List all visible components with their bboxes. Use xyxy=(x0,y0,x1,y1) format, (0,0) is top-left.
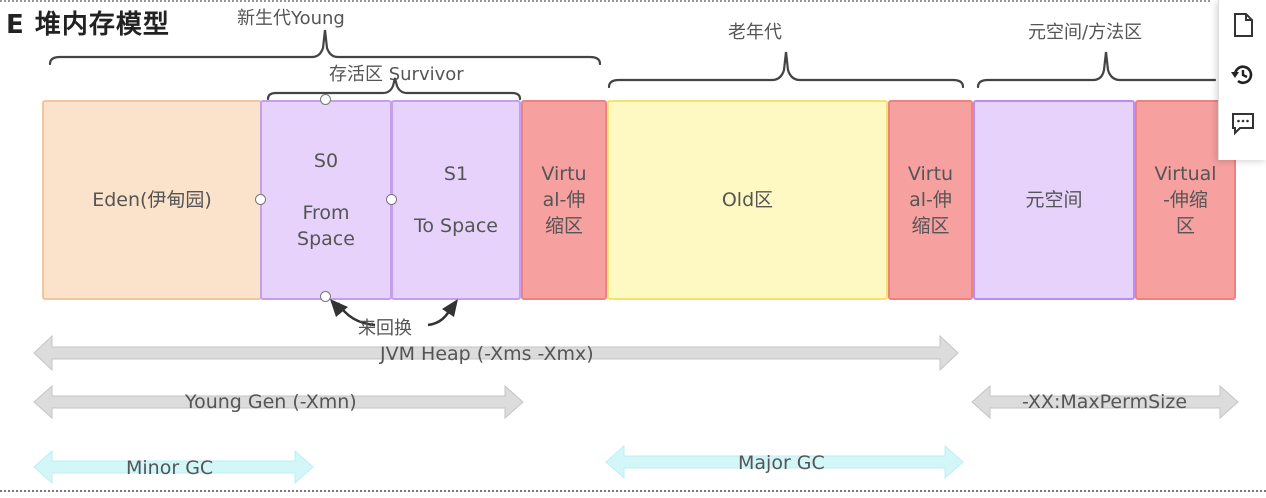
metaspace-region: 元空间 xyxy=(973,100,1135,300)
jvm-heap-arrow xyxy=(33,334,959,372)
survivor-s1-region: S1 To Space xyxy=(391,100,521,300)
young-virtual-region: Virtu al-伸 缩区 xyxy=(521,100,607,300)
old-virtual-label: Virtu al-伸 缩区 xyxy=(907,163,954,237)
resize-handle-top[interactable] xyxy=(320,94,331,105)
page-title: E 堆内存模型 xyxy=(6,10,170,40)
old-brace xyxy=(607,51,965,89)
jvm-heap-label: JVM Heap (-Xms -Xmx) xyxy=(380,343,594,365)
metaspace-virtual-label: Virtual -伸缩 区 xyxy=(1154,163,1217,237)
young-virtual-label: Virtu al-伸 缩区 xyxy=(541,163,587,237)
braces-layer xyxy=(48,29,1217,101)
minor-gc-label: Minor GC xyxy=(126,457,214,479)
minor-gc-arrow xyxy=(33,449,314,485)
survivor-label: 存活区 Survivor xyxy=(329,64,464,85)
metaspace-method-area-label: 元空间/方法区 xyxy=(1028,22,1143,43)
bottom-dotted-border xyxy=(0,490,1266,492)
max-perm-arrow xyxy=(971,384,1239,420)
side-toolbar xyxy=(1218,0,1266,160)
resize-handle-bottom[interactable] xyxy=(320,291,331,302)
metaspace-region-label: 元空间 xyxy=(1025,189,1083,211)
major-gc-arrow xyxy=(605,444,964,480)
eden-label: Eden(伊甸园) xyxy=(92,189,212,211)
survivor-brace xyxy=(266,77,522,101)
s1-label: S1 To Space xyxy=(414,163,498,237)
young-gen-arrow xyxy=(33,384,524,420)
comment-icon[interactable] xyxy=(1228,108,1258,138)
s0-label: S0 From Space xyxy=(297,150,355,250)
swap-arrow xyxy=(330,299,458,327)
metaspace-brace xyxy=(976,51,1217,89)
top-dotted-border xyxy=(0,0,1210,2)
young-brace xyxy=(48,29,602,66)
range-arrows-layer xyxy=(33,334,1239,485)
document-icon[interactable] xyxy=(1228,10,1258,40)
max-perm-size-label: -XX:MaxPermSize xyxy=(1022,391,1188,413)
young-generation-label: 新生代Young xyxy=(237,8,345,29)
young-gen-label: Young Gen (-Xmn) xyxy=(185,391,357,413)
old-label: Old区 xyxy=(721,189,774,211)
resize-handle-left[interactable] xyxy=(255,194,266,205)
old-generation-label: 老年代 xyxy=(728,22,782,43)
swap-label: 来回换 xyxy=(358,318,412,339)
survivor-s0-region: S0 From Space xyxy=(260,100,392,300)
old-region: Old区 xyxy=(607,100,888,300)
resize-handle-right[interactable] xyxy=(386,194,397,205)
history-icon[interactable] xyxy=(1228,60,1258,90)
old-virtual-region: Virtu al-伸 缩区 xyxy=(888,100,973,300)
eden-region: Eden(伊甸园) xyxy=(42,100,262,300)
major-gc-label: Major GC xyxy=(738,452,825,474)
